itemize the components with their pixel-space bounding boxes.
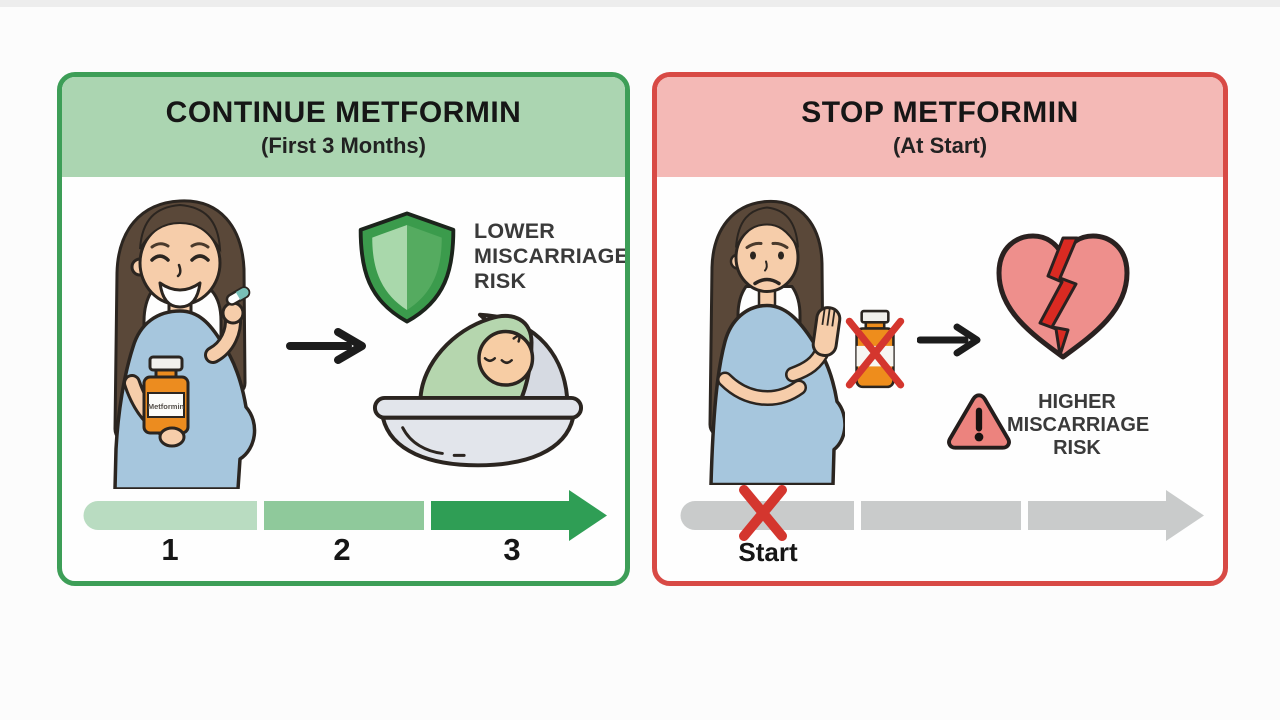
stop-panel-header: STOP METFORMIN (At Start) — [657, 77, 1223, 177]
stop-hand — [811, 306, 842, 358]
timeline-month-2: 2 — [333, 532, 351, 567]
right-arrow-icon — [917, 323, 981, 357]
continue-panel-title: CONTINUE METFORMIN — [165, 95, 522, 129]
baby-in-bassinet-icon — [372, 312, 584, 468]
continue-panel-subtitle: (First 3 Months) — [261, 132, 426, 158]
green-timeline-arrow — [83, 490, 607, 541]
outcome-line: HIGHER — [1038, 391, 1116, 413]
timeline-red-x-icon — [739, 485, 787, 541]
bottle-label: Metformin — [148, 402, 185, 411]
outcome-line: MISCARRIAGE — [474, 244, 630, 268]
outcome-line: RISK — [1053, 437, 1101, 459]
stop-metformin-panel: STOP METFORMIN (At Start) — [652, 72, 1228, 586]
timeline-month-3: 3 — [503, 532, 521, 567]
continue-metformin-panel: CONTINUE METFORMIN (First 3 Months) Me — [57, 72, 630, 586]
higher-risk-text-block: HIGHER MISCARRIAGE RISK — [1007, 391, 1150, 460]
protection-shield-icon — [358, 211, 456, 324]
outcome-line: MISCARRIAGE — [1007, 414, 1150, 436]
pregnant-woman-taking-pill-icon: Metformin — [113, 199, 257, 489]
pill-capsule-icon — [225, 286, 251, 306]
top-edge-band — [0, 0, 1280, 7]
continue-panel-header: CONTINUE METFORMIN (First 3 Months) — [62, 77, 625, 177]
red-x-icon — [845, 317, 905, 389]
broken-heart-icon — [996, 233, 1130, 360]
timeline-start-label: Start — [738, 537, 798, 567]
lower-risk-text-block: LOWER MISCARRIAGE RISK — [474, 219, 630, 294]
right-arrow-icon — [286, 328, 366, 364]
pregnant-woman-refusing-pill-icon — [708, 199, 845, 485]
crossed-pill-bottle-icon — [845, 309, 905, 389]
outcome-line: LOWER — [474, 219, 556, 243]
outcome-line: RISK — [474, 269, 527, 293]
stop-panel-title: STOP METFORMIN — [801, 95, 1079, 129]
timeline-month-1: 1 — [161, 532, 179, 567]
stop-panel-subtitle: (At Start) — [892, 132, 988, 158]
metformin-bottle-icon: Metformin — [142, 355, 190, 435]
warning-icon — [947, 393, 1011, 450]
